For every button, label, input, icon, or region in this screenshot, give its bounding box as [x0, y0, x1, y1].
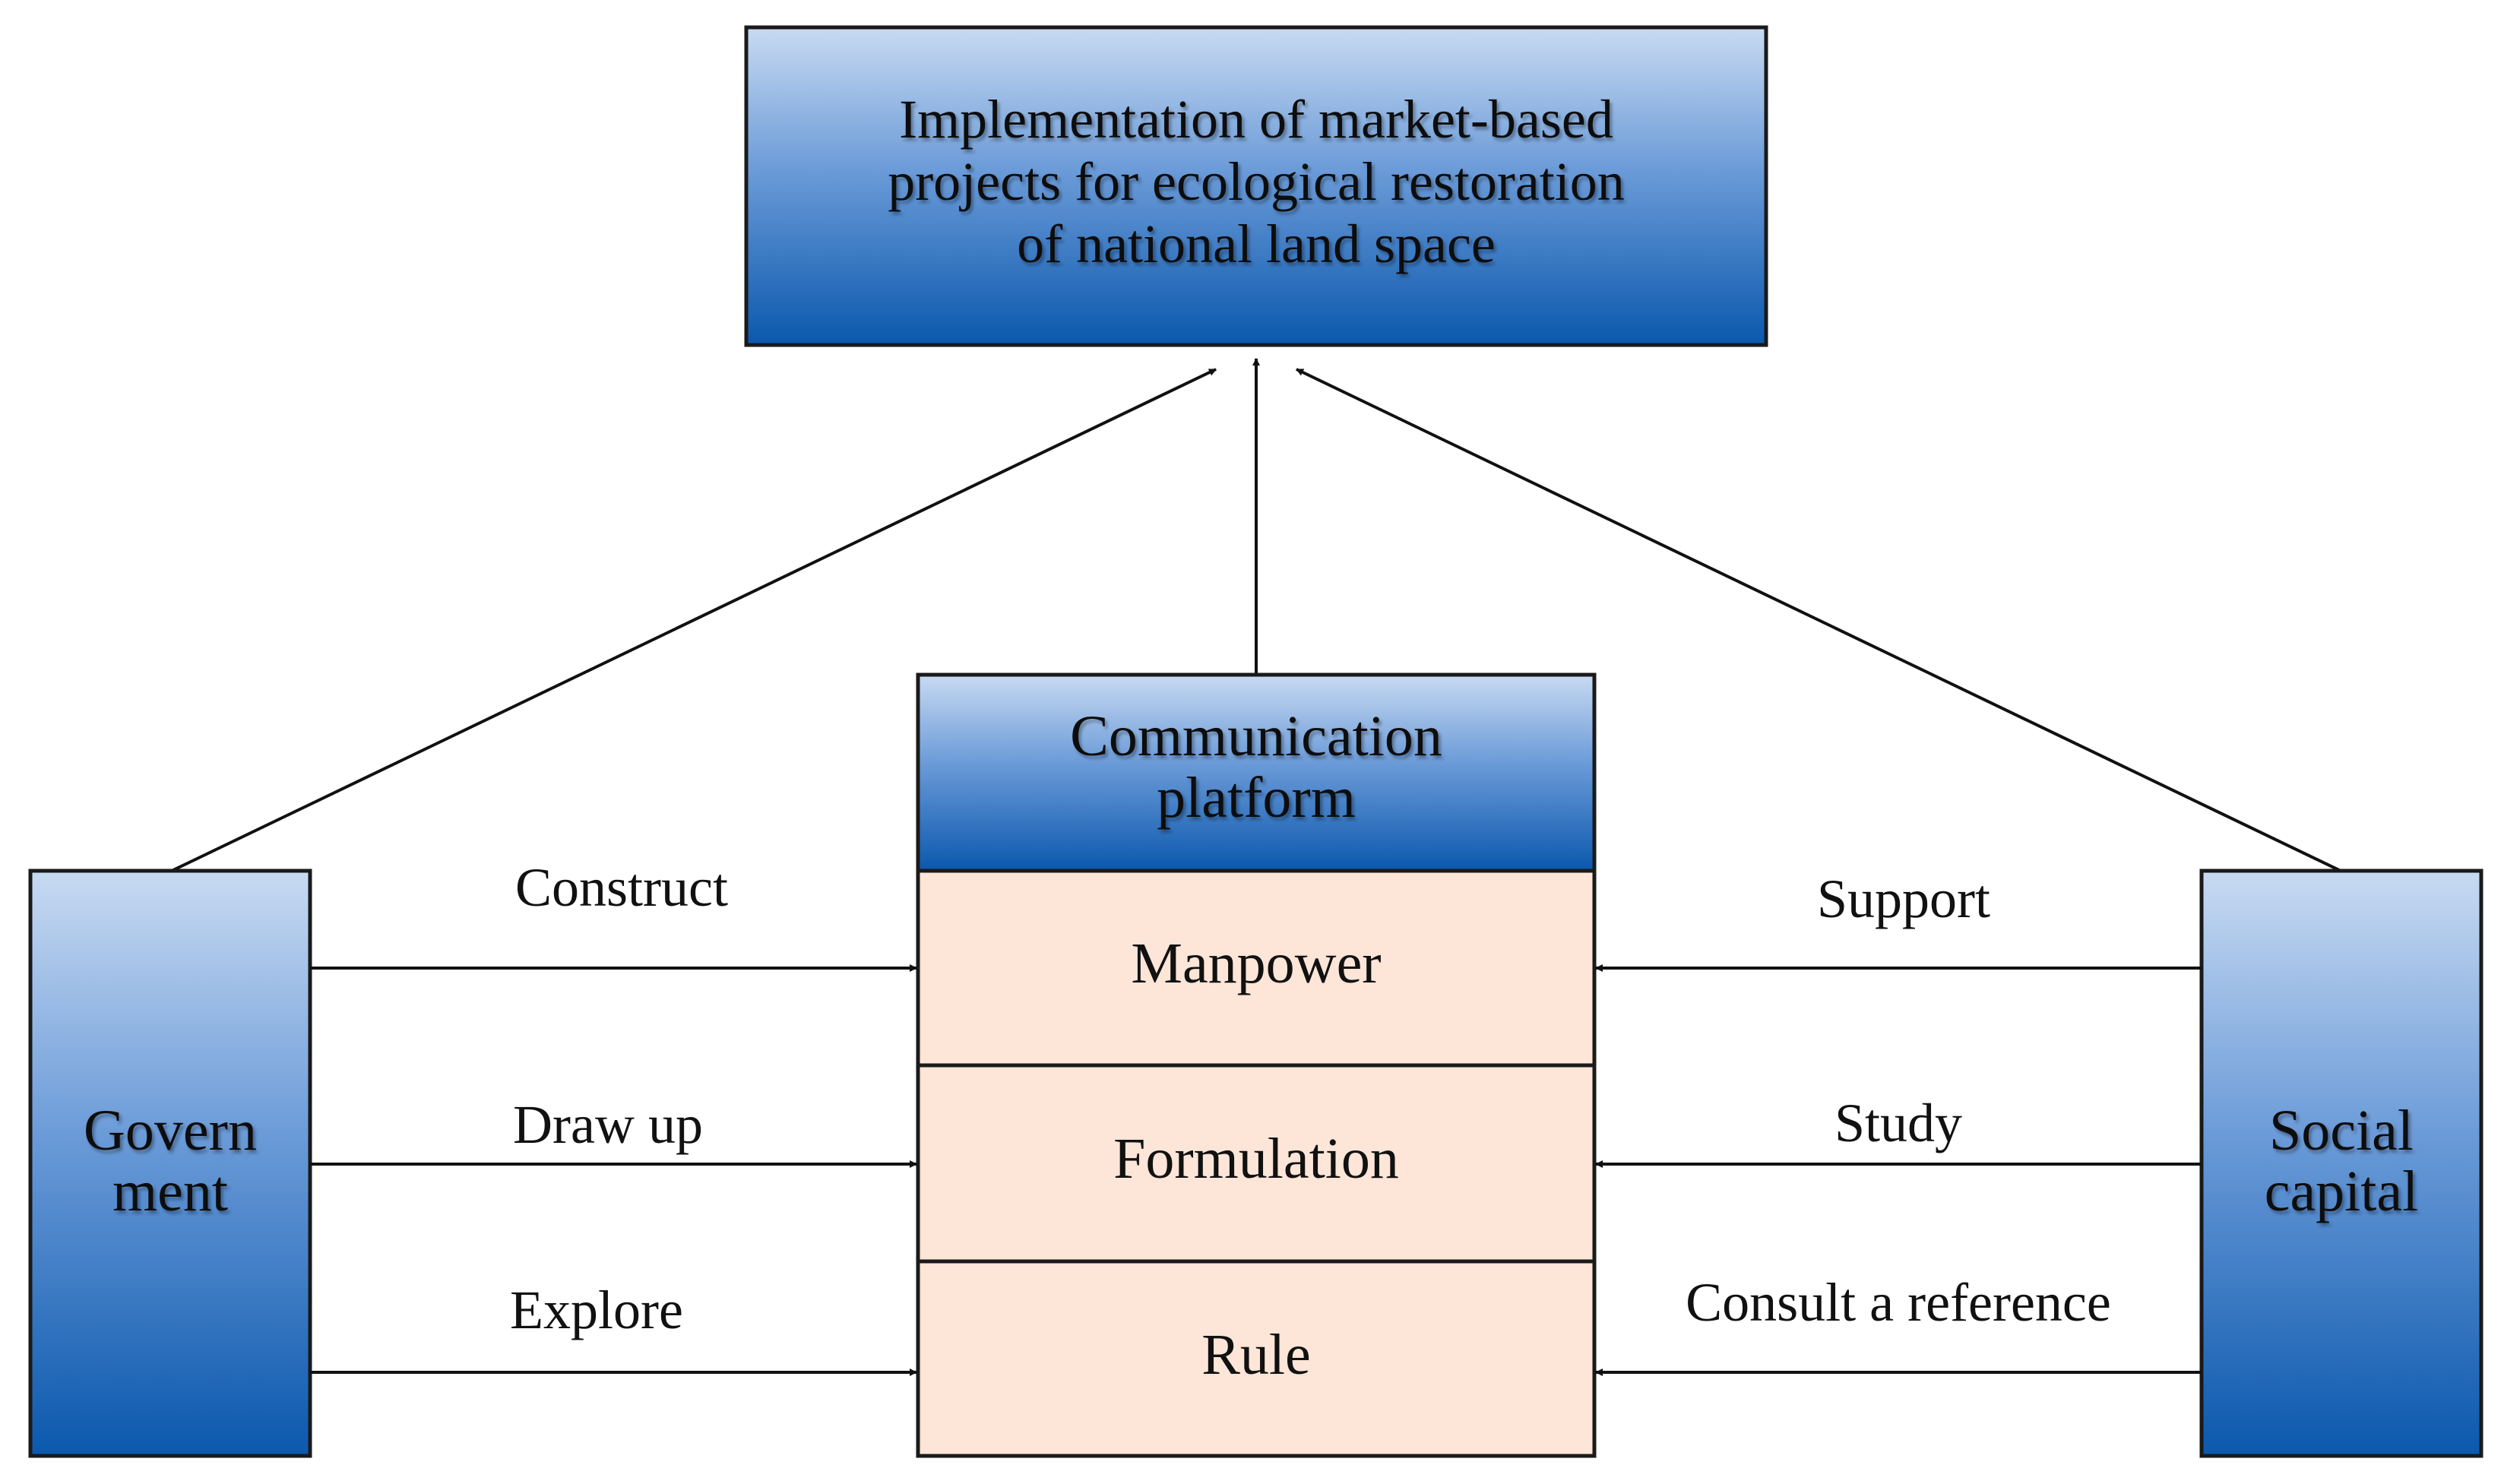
goal-box: Implementation of market-based projects …	[744, 25, 1768, 347]
arrow-government-to-goal	[171, 368, 1217, 872]
goal-box-line-2: projects for ecological restoration	[888, 151, 1625, 212]
label-study: Study	[1834, 1093, 1962, 1153]
platform-row-manpower-rect	[916, 869, 1597, 1068]
label-consult-a-reference: Consult a reference	[1686, 1272, 2111, 1333]
label-draw-up: Draw up	[513, 1094, 703, 1155]
left-arrows: Construct Draw up Explore	[310, 857, 917, 1376]
label-support: Support	[1817, 869, 1990, 929]
social-capital-line-1: Social	[2269, 1099, 2414, 1163]
goal-box-line-3: of national land space	[1017, 214, 1496, 274]
platform-header-line-1: Communication	[1070, 704, 1442, 768]
communication-platform: Communication platform Manpower Formulat…	[916, 672, 1597, 1458]
label-construct: Construct	[515, 857, 728, 918]
platform-header-line-2: platform	[1157, 766, 1356, 830]
goal-box-rect	[744, 25, 1768, 347]
government-line-1: Govern	[84, 1099, 257, 1163]
government-box-rect	[28, 869, 312, 1458]
arrow-social-capital-to-goal	[1296, 368, 2341, 872]
government-box: Govern ment	[28, 869, 312, 1458]
platform-header-rect	[916, 672, 1597, 873]
social-capital-box-rect	[2199, 869, 2483, 1458]
goal-box-line-1: Implementation of market-based	[899, 89, 1613, 150]
platform-row-formulation: Formulation	[1113, 1127, 1399, 1191]
social-capital-line-2: capital	[2265, 1160, 2419, 1223]
social-capital-box: Social capital	[2199, 869, 2483, 1458]
platform-row-rule: Rule	[1201, 1323, 1311, 1387]
platform-row-manpower: Manpower	[1131, 932, 1381, 995]
platform-row-rule-rect	[916, 1259, 1597, 1458]
label-explore: Explore	[510, 1280, 683, 1340]
government-line-2: ment	[112, 1160, 228, 1223]
right-arrows: Support Study Consult a reference	[1595, 869, 2202, 1376]
